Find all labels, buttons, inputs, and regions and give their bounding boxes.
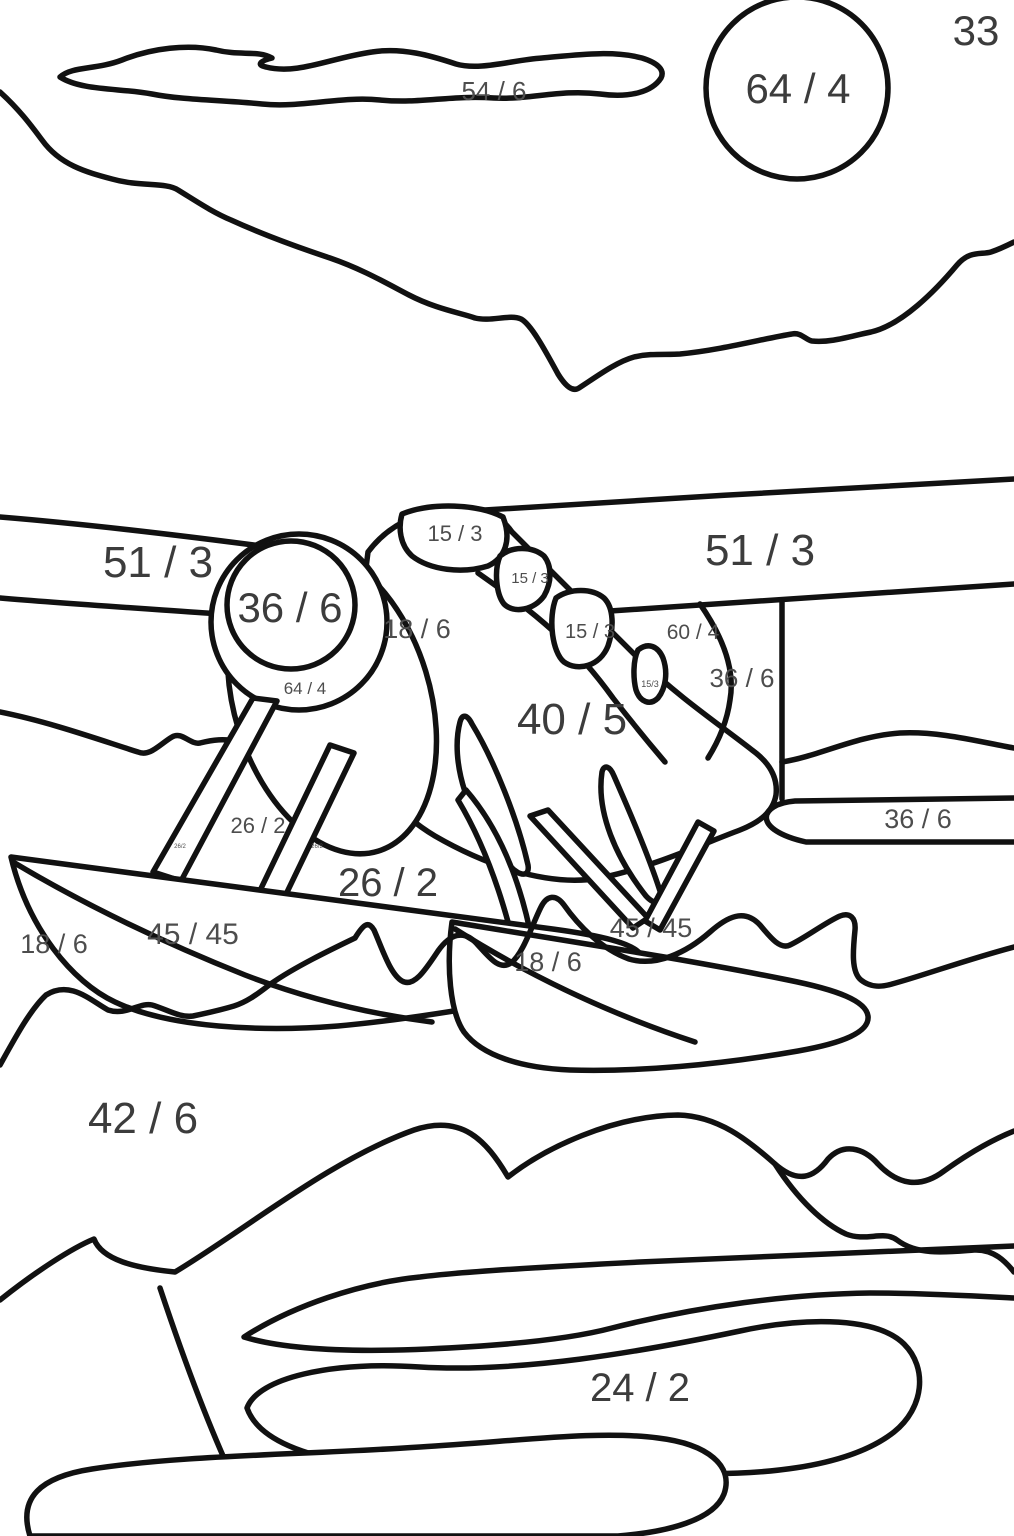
tailplane-label: 36 / 6 [884, 804, 952, 834]
hill-range-line [0, 1112, 1014, 1303]
water-label: 42 / 6 [88, 1094, 198, 1143]
rear-strut-2[interactable] [642, 819, 717, 933]
cockpit-window-3[interactable] [549, 587, 615, 670]
bottom-blob-region[interactable] [24, 1432, 729, 1536]
float-right-tip-label: 18 / 6 [514, 947, 582, 977]
front-strut-1[interactable] [150, 695, 280, 884]
propeller-hub-region[interactable] [224, 538, 358, 672]
right-swirl-line [772, 1161, 1014, 1275]
float-left-label: 45 / 45 [147, 918, 239, 951]
propeller-hub-label: 36 / 6 [237, 584, 342, 631]
horizon-line-left [0, 709, 241, 756]
sun-label: 64 / 4 [745, 65, 850, 112]
strut-tiny-1-label: 26/2 [174, 844, 186, 850]
wing-right-top-edge [433, 476, 1014, 516]
big-cloud-outline [0, 89, 1014, 393]
window-1-label: 15 / 3 [427, 521, 482, 546]
crescent-wave-line [241, 1243, 1014, 1354]
wing-left-bottom-edge [0, 595, 224, 617]
cockpit-window-1[interactable] [397, 503, 510, 573]
tail-side-label: 36 / 6 [709, 663, 774, 693]
strut-front-label: 26 / 2 [230, 813, 285, 838]
float-right-region[interactable] [446, 919, 871, 1074]
horizon-line-right [779, 730, 1014, 765]
window-3-label: 15 / 3 [565, 621, 615, 643]
cowl-ring-label: 64 / 4 [284, 679, 327, 698]
float-left-tip-label: 18 / 6 [20, 929, 88, 959]
labels-group: 33 54 / 6 64 / 4 51 / 3 51 / 3 15 / 3 15… [20, 7, 999, 1410]
wing-right-bottom-edge [607, 581, 1014, 614]
tailplane-region[interactable] [763, 795, 1014, 845]
water-group [0, 894, 1014, 1536]
cloud-label: 54 / 6 [461, 76, 526, 106]
seaplane-group [0, 476, 1014, 1074]
page-number-label: 33 [953, 7, 1000, 54]
cockpit-window-4[interactable] [631, 643, 669, 705]
sky-group [0, 0, 1014, 393]
strut-area-label: 26 / 2 [338, 861, 438, 905]
water-swirl-label: 24 / 2 [590, 1366, 690, 1410]
wing-right-label: 51 / 3 [705, 526, 815, 575]
engine-ring-label: 18 / 6 [383, 614, 451, 644]
wing-left-label: 51 / 3 [103, 538, 213, 587]
float-right-label: 45 / 45 [610, 913, 693, 943]
cabin-side-label: 60 / 4 [667, 621, 720, 644]
cabin-divider-line [697, 601, 734, 761]
window-2-label: 15 / 3 [511, 570, 549, 587]
fuselage-label: 40 / 5 [517, 695, 627, 744]
sun-region[interactable] [703, 0, 891, 182]
window-4-label: 15/3 [641, 679, 659, 689]
cockpit-window-2[interactable] [493, 545, 553, 613]
strut-tiny-2-label: 26/2 [311, 844, 323, 850]
thin-cloud-region[interactable] [57, 44, 665, 108]
splash-wave-line [0, 894, 1014, 1068]
float-left-chine-line [10, 859, 435, 1025]
